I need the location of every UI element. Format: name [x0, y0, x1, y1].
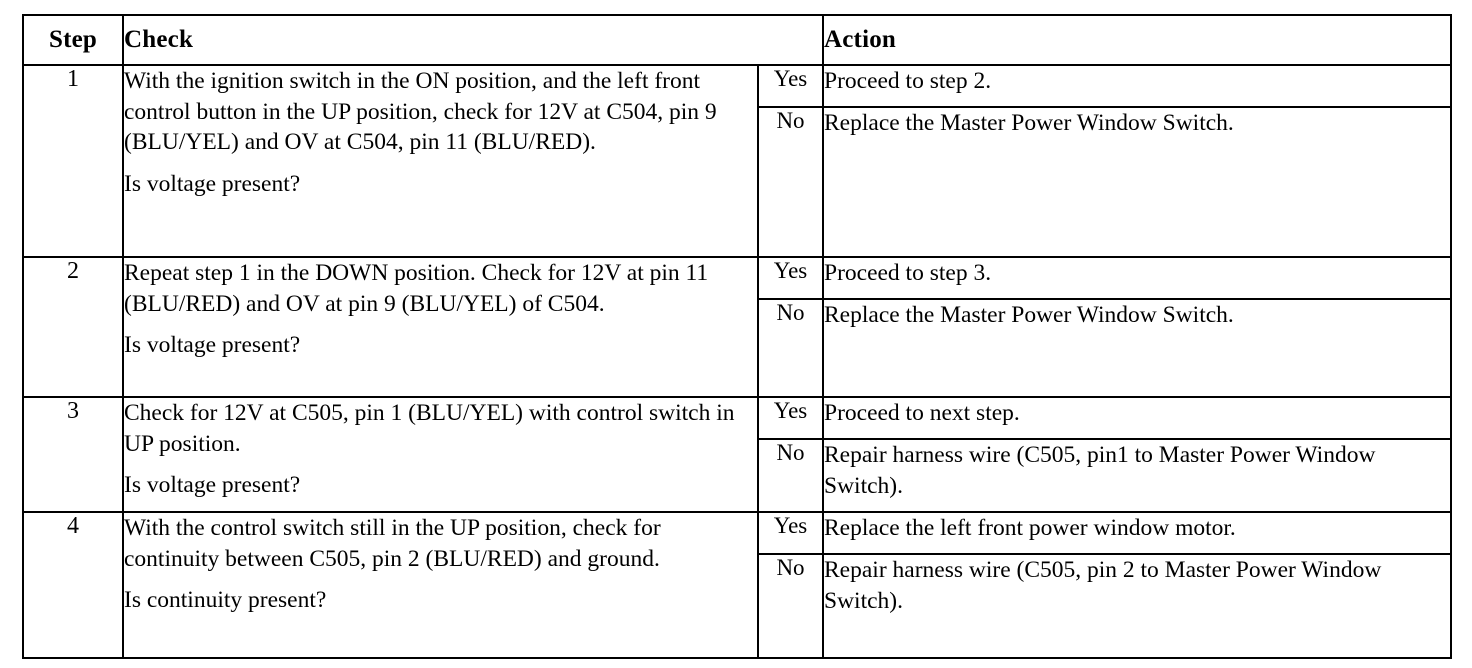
table-row-no: No Replace the Master Power Window Switc…	[23, 298, 1452, 398]
check-body-text: With the control switch still in the UP …	[124, 515, 661, 572]
action-yes: Proceed to step 2.	[822, 64, 1452, 108]
step-number: 2	[22, 256, 124, 398]
action-no: Repair harness wire (C505, pin 2 to Mast…	[822, 553, 1452, 659]
action-yes: Replace the left front power window moto…	[822, 511, 1452, 555]
table-row: 3 Check for 12V at C505, pin 1 (BLU/YEL)…	[22, 396, 1452, 513]
step-number: 4	[22, 511, 124, 659]
check-cell: With the ignition switch in the ON posit…	[122, 64, 759, 258]
action-yes: Proceed to next step.	[822, 396, 1452, 440]
check-cell: With the control switch still in the UP …	[122, 511, 759, 659]
check-question-text: Is voltage present?	[124, 332, 301, 359]
check-question-text: Is voltage present?	[124, 472, 301, 499]
action-no: Repair harness wire (C505, pin1 to Maste…	[822, 438, 1452, 513]
table-row-no: No Repair harness wire (C505, pin 2 to M…	[23, 553, 1452, 659]
answer-label-yes: Yes	[757, 396, 824, 440]
check-question-text: Is continuity present?	[124, 587, 327, 614]
check-question-text: Is voltage present?	[124, 170, 301, 197]
answer-label-no: No	[757, 553, 824, 659]
check-body-text: Check for 12V at C505, pin 1 (BLU/YEL) w…	[124, 400, 735, 457]
table-row-no: No Replace the Master Power Window Switc…	[23, 106, 1452, 258]
column-header-check: Check	[122, 14, 824, 66]
answer-label-yes: Yes	[757, 256, 824, 300]
table-row: 2 Repeat step 1 in the DOWN position. Ch…	[22, 256, 1452, 398]
action-no: Replace the Master Power Window Switch.	[822, 298, 1452, 398]
check-cell: Check for 12V at C505, pin 1 (BLU/YEL) w…	[122, 396, 759, 513]
answer-label-no: No	[757, 298, 824, 398]
check-body-text: With the ignition switch in the ON posit…	[124, 68, 717, 156]
action-yes: Proceed to step 3.	[822, 256, 1452, 300]
step-number: 1	[22, 64, 124, 258]
answer-label-no: No	[757, 106, 824, 258]
answer-label-yes: Yes	[757, 64, 824, 108]
troubleshooting-table: Step Check Action 1 With the ignition sw…	[22, 14, 1452, 659]
table-row: 1 With the ignition switch in the ON pos…	[22, 64, 1452, 258]
table-row-no: No Repair harness wire (C505, pin1 to Ma…	[23, 438, 1452, 513]
check-body-text: Repeat step 1 in the DOWN position. Chec…	[124, 260, 709, 317]
column-header-action: Action	[822, 14, 1452, 66]
answer-label-yes: Yes	[757, 511, 824, 555]
table-header-row: Step Check Action	[22, 14, 1452, 66]
step-number: 3	[22, 396, 124, 513]
column-header-step: Step	[22, 14, 124, 66]
check-cell: Repeat step 1 in the DOWN position. Chec…	[122, 256, 759, 398]
answer-label-no: No	[757, 438, 824, 513]
action-no: Replace the Master Power Window Switch.	[822, 106, 1452, 258]
table-row: 4 With the control switch still in the U…	[22, 511, 1452, 659]
